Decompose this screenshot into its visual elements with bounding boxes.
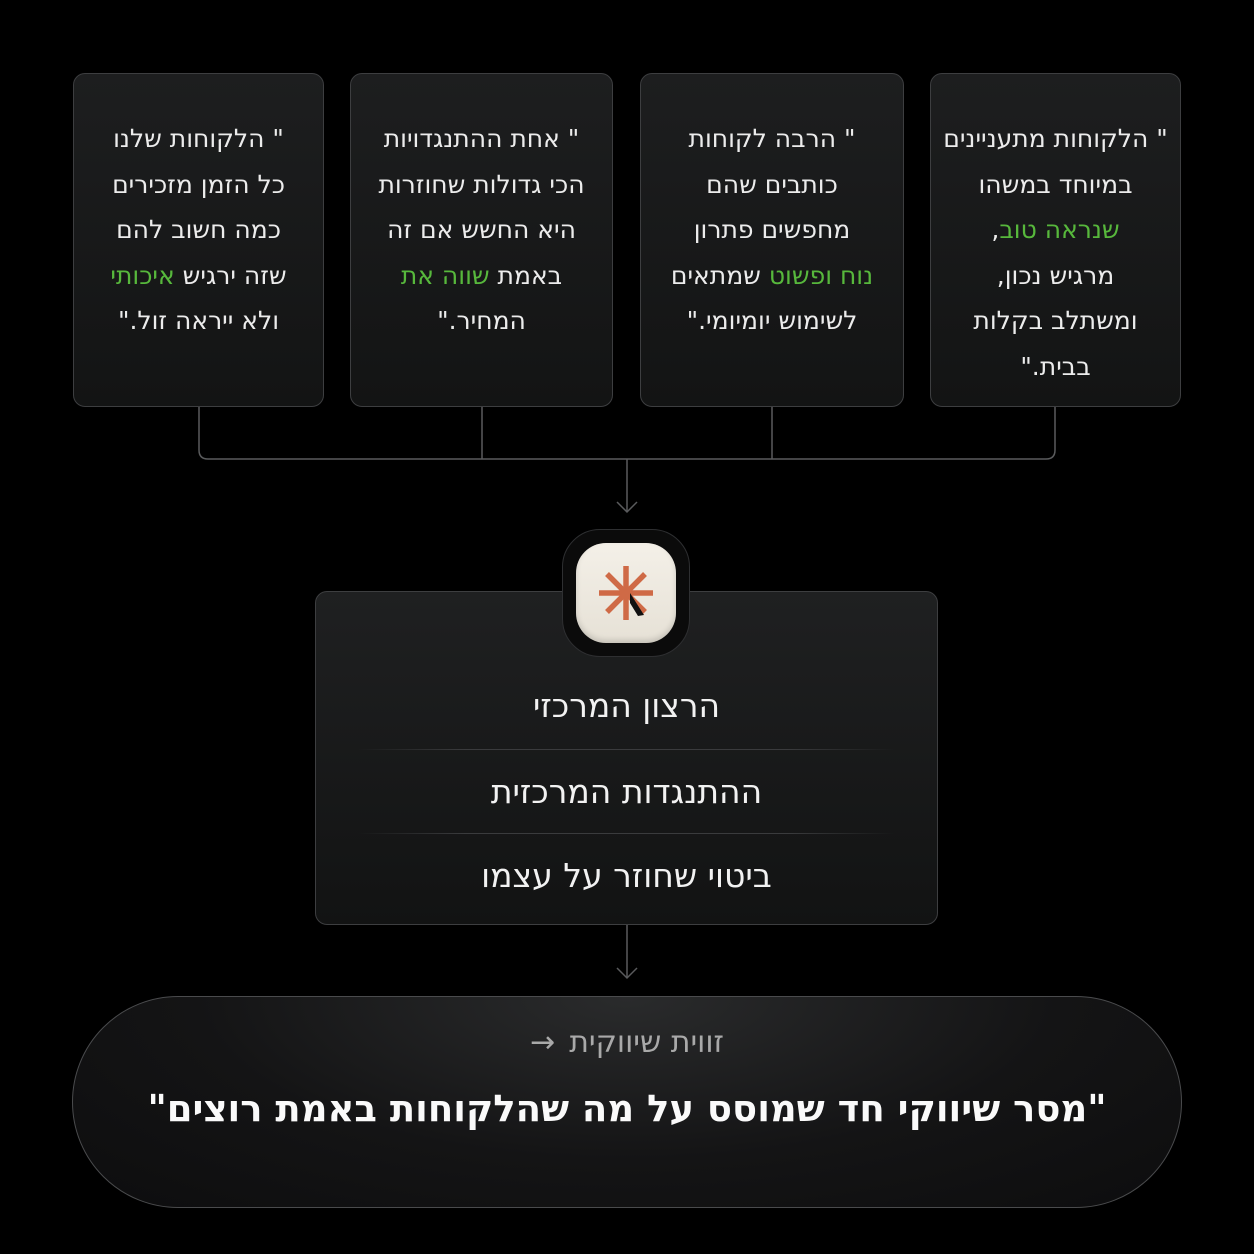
- quote-line: ולא ייראה זול.": [74, 298, 323, 344]
- quote-text: מרגיש נכון,: [996, 260, 1115, 290]
- quote-text: " אחת ההתנגדויות: [383, 124, 580, 153]
- quote-text: לשימוש יומיומי.": [686, 306, 858, 335]
- quote-card-1: " הלקוחות מתעניינים במיוחד במשהו שנראה טוב…: [930, 73, 1181, 407]
- quote-text: " הרבה לקוחות: [688, 124, 856, 153]
- highlighted-phrase: שנראה טוב: [999, 215, 1120, 244]
- quote-text: כמה חשוב להם: [116, 215, 281, 244]
- quote-text: ולא ייראה זול.": [117, 306, 280, 335]
- quote-text: בבית.": [1020, 351, 1091, 381]
- quote-text: " הלקוחות שלנו: [113, 124, 284, 153]
- insight-divider: [358, 833, 895, 834]
- quote-line: היא החשש אם זה: [351, 207, 612, 253]
- quote-line: בבית.": [931, 344, 1180, 390]
- quote-card-2: " הרבה לקוחות כותבים שהם מחפשים פתרון נוח ו…: [640, 73, 904, 407]
- arrow-head-top: [616, 501, 638, 514]
- marketing-angle-label-text: זווית שיווקית: [569, 1025, 724, 1060]
- quote-line: מחפשים פתרון: [641, 207, 903, 253]
- quote-line: ומשתלב בקלות: [931, 298, 1180, 344]
- quote-line: " אחת ההתנגדויות: [351, 116, 612, 162]
- marketing-angle-pill: זווית שיווקית → "מסר שיווקי חד שמוסס על מ…: [72, 996, 1182, 1208]
- quote-line: הכי גדולות שחוזרות: [351, 162, 612, 208]
- quote-text: כל הזמן מזכירים: [112, 169, 285, 199]
- connector-card-4: [198, 407, 482, 460]
- quote-line: כל הזמן מזכירים: [74, 162, 323, 208]
- arrow-head-bottom: [616, 967, 638, 980]
- quote-text: מחפשים פתרון: [693, 215, 851, 244]
- quote-text: המחיר.": [437, 306, 526, 335]
- quote-text: " הלקוחות מתעניינים: [943, 124, 1168, 153]
- highlighted-phrase: שווה את: [400, 260, 490, 290]
- quote-line: במיוחד במשהו: [931, 162, 1180, 208]
- quote-text: באמת: [489, 260, 563, 290]
- quote-line: כמה חשוב להם: [74, 207, 323, 253]
- quote-text: ומשתלב בקלות: [973, 306, 1138, 335]
- quote-line: " הלקוחות מתעניינים: [931, 116, 1180, 162]
- quote-text: במיוחד במשהו: [978, 169, 1133, 199]
- logo-tile: [576, 543, 676, 643]
- marketing-message-quote: "מסר שיווקי חד שמוסס על מה שהלקוחות באמת…: [147, 1087, 1107, 1130]
- insight-row-repeated-phrase: ביטוי שחוזר על עצמו: [481, 856, 772, 895]
- logo-badge: [562, 529, 690, 657]
- quote-line: לשימוש יומיומי.": [641, 298, 903, 344]
- insight-row-main-desire: הרצון המרכזי: [532, 686, 721, 725]
- connector-card-1: [482, 407, 1056, 460]
- quote-line: " הלקוחות שלנו: [74, 116, 323, 162]
- insight-box: הרצון המרכזי ההתנגדות המרכזית ביטוי שחוז…: [315, 591, 938, 925]
- quote-line: באמת שווה את: [351, 253, 612, 299]
- marketing-angle-label: זווית שיווקית →: [73, 1025, 1181, 1060]
- quote-text: שזה ירגיש: [174, 260, 287, 290]
- quote-text: שמתאים: [670, 260, 769, 290]
- quote-line: " הרבה לקוחות: [641, 116, 903, 162]
- quote-line: כותבים שהם: [641, 162, 903, 208]
- quote-card-3: " אחת ההתנגדויות הכי גדולות שחוזרות היא הח…: [350, 73, 613, 407]
- quote-line: שנראה טוב,: [931, 207, 1180, 253]
- insight-divider: [358, 749, 895, 750]
- quote-line: מרגיש נכון,: [931, 253, 1180, 299]
- quote-text: כותבים שהם: [706, 169, 838, 199]
- arrow-right-icon: →: [530, 1025, 556, 1060]
- highlighted-phrase: איכותי: [110, 260, 175, 290]
- quote-line: שזה ירגיש איכותי: [74, 253, 323, 299]
- quote-line: נוח ופשוט שמתאים: [641, 253, 903, 299]
- highlighted-phrase: נוח ופשוט: [768, 260, 874, 290]
- quote-line: המחיר.": [351, 298, 612, 344]
- insight-row-main-objection: ההתנגדות המרכזית: [490, 772, 763, 811]
- quote-text: הכי גדולות שחוזרות: [378, 169, 585, 199]
- quote-text: היא החשש אם זה: [387, 215, 576, 244]
- asterisk-sparkle-icon: [599, 566, 653, 620]
- quote-card-4: " הלקוחות שלנו כל הזמן מזכירים כמה חשוב לה…: [73, 73, 324, 407]
- quote-text: ,: [991, 215, 1000, 244]
